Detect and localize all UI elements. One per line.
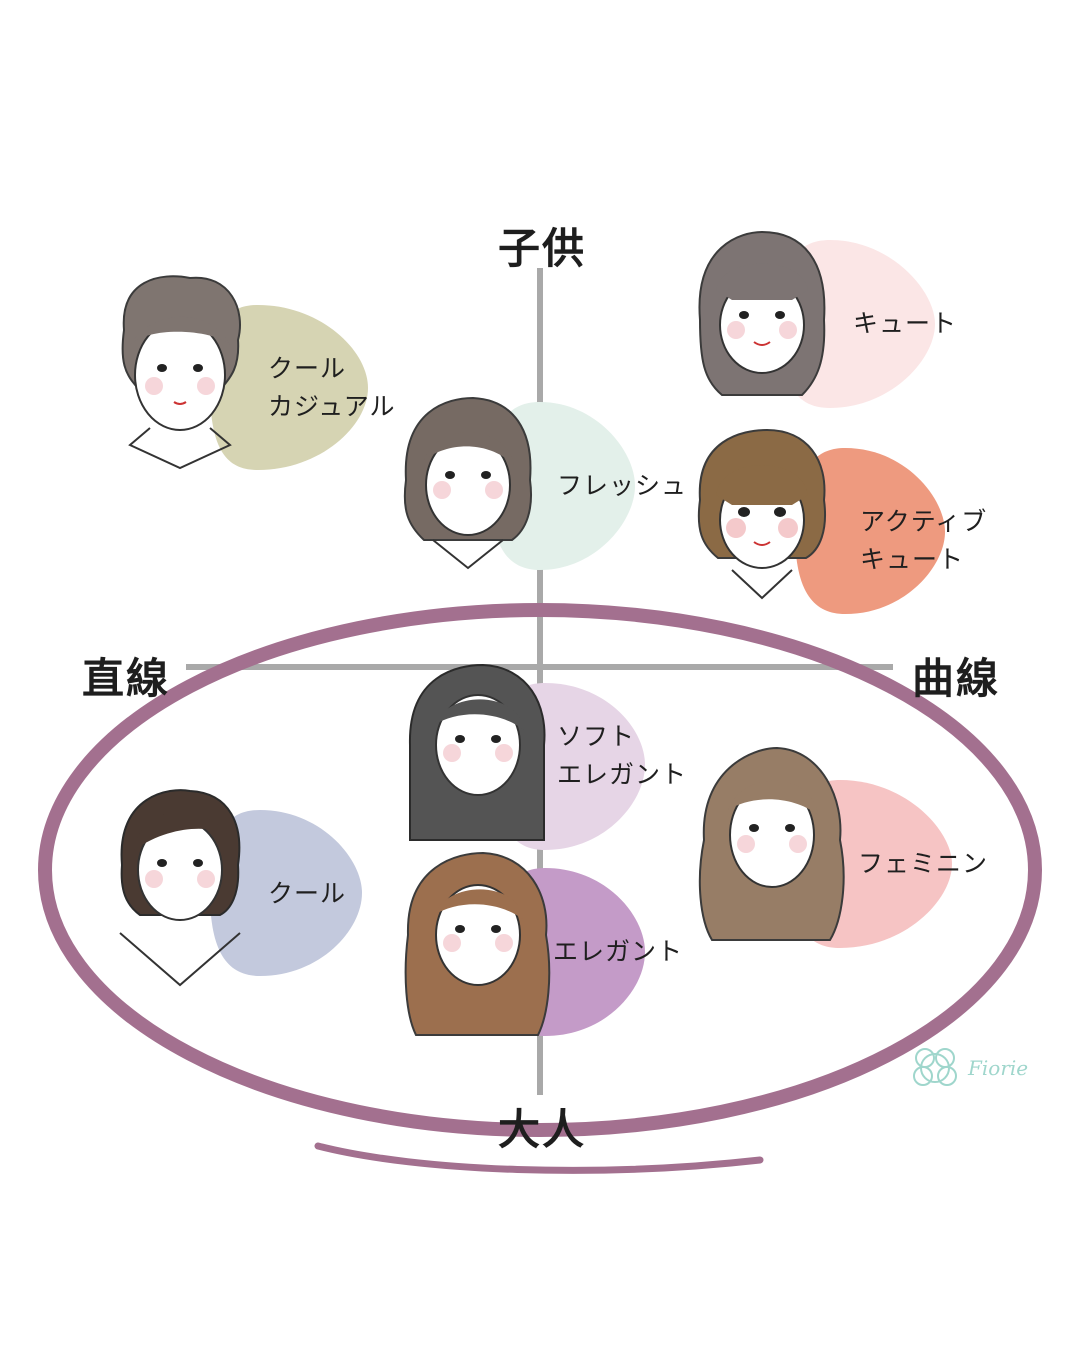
- type-label-line: カジュアル: [268, 392, 396, 421]
- axis-label-left: 直線: [82, 654, 171, 703]
- axis-label-right: 曲線: [912, 654, 1001, 703]
- flower-logo-icon: [913, 1048, 957, 1086]
- type-label-cute: キュート: [853, 305, 957, 343]
- type-label-line: キュート: [860, 545, 965, 574]
- type-label-line: エレガント: [553, 937, 684, 966]
- type-label-line: クール: [268, 879, 347, 908]
- type-label-active-cute: アクティブ キュート: [860, 503, 987, 579]
- face-feminine: [698, 746, 845, 941]
- adult-highlight-ellipse: [38, 603, 1042, 1174]
- type-label-line: ソフト: [557, 722, 636, 751]
- petal-cool-casual: [210, 305, 368, 470]
- petal-active-cute: [795, 448, 945, 614]
- axis-label-top: 子供: [498, 224, 587, 273]
- type-label-line: フェミニン: [858, 849, 989, 878]
- face-elegant: [404, 851, 551, 1036]
- axis-label-bottom: 大人: [498, 1105, 587, 1154]
- petal-cool: [210, 810, 362, 976]
- type-label-soft-elegant: ソフト エレガント: [557, 718, 687, 794]
- face-cute: [698, 230, 826, 396]
- face-active-cute: [697, 428, 826, 600]
- type-label-feminine: フェミニン: [858, 845, 988, 883]
- type-label-line: キュート: [853, 309, 958, 338]
- brand-logo-text: Fiorie: [968, 1056, 1029, 1080]
- face-fresh: [403, 396, 532, 570]
- type-label-elegant: エレガント: [553, 933, 683, 971]
- type-label-cool: クール: [268, 875, 346, 913]
- type-label-cool-casual: クール カジュアル: [268, 350, 396, 426]
- type-label-line: クール: [268, 354, 347, 383]
- type-label-line: エレガント: [557, 760, 688, 789]
- face-cool: [119, 789, 241, 987]
- type-label-line: アクティブ: [860, 507, 988, 536]
- type-label-line: フレッシュ: [557, 471, 688, 500]
- face-cool-casual: [121, 275, 241, 470]
- type-label-fresh: フレッシュ: [557, 467, 687, 505]
- face-soft-elegant: [408, 663, 546, 841]
